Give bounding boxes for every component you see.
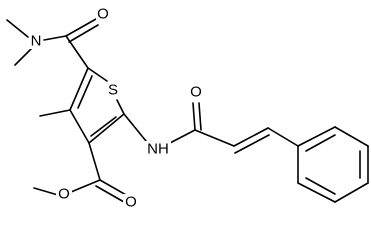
bond-ph-5 [297,182,336,203]
molecule-drawing: N O S O NH O O [6,6,369,211]
bond-n-carbonyl [43,35,67,41]
bond-o-methyl [33,187,59,196]
atom-label-o-amide-carbonyl: O [97,6,109,23]
atom-o-acyl: O [188,84,204,101]
atom-nh-link: NH [145,141,171,158]
bond-c2-c3 [88,113,125,144]
bond-c2-c3-inner [90,116,117,137]
bond-c4-c5-inner [77,75,93,109]
atom-label-n-amide: N [31,33,42,50]
bond-amide-co-b [68,24,99,43]
bond-acyl-co-a [192,102,196,131]
bond-layer [6,18,369,203]
bond-alkene-b [234,134,270,154]
bond-n-methyl-1 [6,19,29,38]
bond-c4-c5 [69,67,89,111]
bond-c3-ester [88,142,101,181]
bond-s-c2 [116,99,125,115]
bond-c4-methyl [39,109,71,117]
bond-ester-o [70,179,101,193]
atom-n-amide: N [29,33,43,50]
atom-label-o-acyl: O [190,84,202,101]
bond-ph-2 [334,126,369,147]
atom-o-ester-carbonyl: O [123,194,139,211]
atom-label-layer: N O S O NH O O [29,6,204,211]
atom-label-s-ring: S [108,82,118,99]
bond-c5-s [87,67,108,82]
bond-ester-co-a [99,179,129,197]
bond-alkene-a [233,127,269,147]
atom-s-ring: S [106,82,120,99]
structure-canvas: N O S O NH O O [6,6,369,211]
atom-label-o-ester: O [58,186,70,203]
bond-c2-nh [123,113,147,142]
bond-ph-4 [334,182,369,203]
bond-c3-c4 [69,109,90,144]
atom-label-o-ester-carbonyl: O [125,194,137,211]
bond-acyl-co-b [198,102,202,131]
bond-n-methyl-2 [14,47,33,66]
bond-nh-acyl [169,129,196,144]
bond-ph-1 [297,126,336,147]
atom-label-nh-link: NH [147,141,169,158]
atom-o-amide-carbonyl: O [96,6,110,23]
bond-beta-phenyl [267,127,299,147]
bond-ester-co-b [95,185,125,203]
bond-ph-inner-3 [305,177,336,195]
atom-o-ester: O [56,186,72,203]
bond-acyl-alpha [194,129,235,147]
bond-ph-inner-1 [305,134,336,152]
bond-carbonyl-c5 [65,35,89,69]
bond-amide-co-a [65,18,97,37]
